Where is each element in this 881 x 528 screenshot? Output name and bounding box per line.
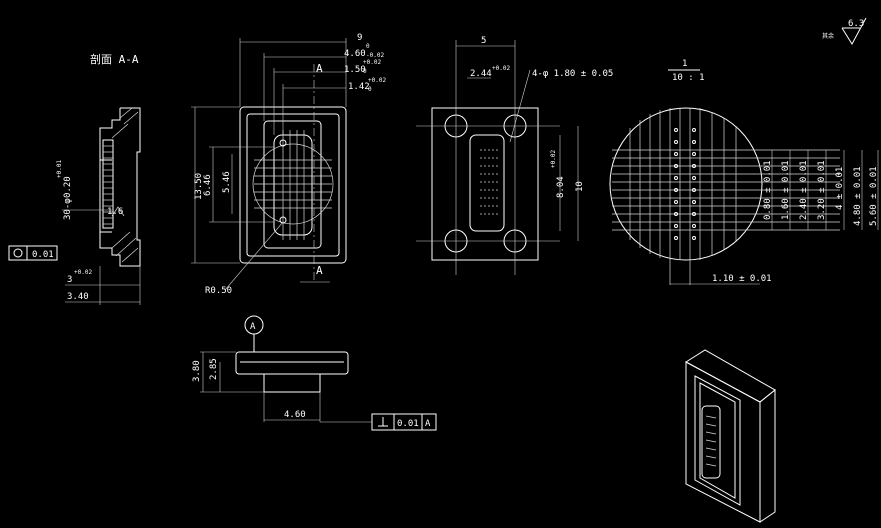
detail-grid — [612, 108, 840, 285]
iso-side-face — [759, 388, 776, 523]
radius-leader — [224, 221, 284, 291]
dim-142: 1.42 — [348, 82, 370, 92]
detail-dim-4: 4 ± 0.01 — [835, 167, 845, 210]
detail-dim-5: 4.80 ± 0.01 — [853, 166, 863, 226]
section-title: 剖面 A-A — [90, 52, 139, 66]
front-inner — [246, 113, 340, 257]
right-outline — [431, 107, 539, 261]
scale-bottom: 10 : 1 — [672, 73, 705, 83]
right-slot — [469, 134, 505, 232]
perp-datum: A — [425, 419, 431, 429]
scale-top: 1 — [682, 59, 687, 69]
front-view: A A 9 4.60 0 -0.02 1.50 +0.02 0 1.42 +0.… — [191, 33, 386, 296]
svg-text:+0.02: +0.02 — [492, 65, 510, 72]
svg-text:+0.02: +0.02 — [363, 59, 381, 66]
boss — [263, 373, 321, 393]
front-grid — [254, 130, 332, 240]
detail-dim-0: 0.80 ± 0.01 — [763, 160, 773, 220]
pitch-label: 1.6 — [107, 207, 123, 217]
flange — [235, 351, 349, 375]
datum-letter: A — [250, 322, 256, 332]
flatness-frame — [8, 245, 58, 261]
dim-460-side: 4.60 — [284, 410, 306, 420]
dim-460: 4.60 — [344, 49, 366, 59]
detail-dim-6: 5.60 ± 0.01 — [869, 166, 879, 226]
width-val: 3 — [67, 275, 72, 285]
detail-pins — [674, 128, 696, 240]
svg-text:0: 0 — [366, 43, 370, 50]
iso-slot — [701, 405, 721, 479]
section-view: 剖面 A-A 30-φ 0.20 +0.01 1.6 0. — [8, 52, 141, 305]
dim-5: 5 — [481, 36, 486, 46]
detail-view: 1 10 : 1 — [609, 59, 879, 285]
dim-150: 1.50 — [344, 65, 366, 75]
detail-dim-2: 2.40 ± 0.01 — [799, 160, 809, 220]
radius-label: R0.50 — [205, 286, 232, 296]
roughness-mark — [111, 206, 125, 217]
svg-text:+0.02: +0.02 — [368, 77, 386, 84]
flatness-icon — [13, 248, 23, 258]
section-hatch — [111, 107, 139, 263]
iso-pins — [705, 415, 717, 467]
detail-bottom-dim: 1.10 ± 0.01 — [712, 274, 772, 284]
dim-546: 5.46 — [222, 171, 232, 193]
svg-text:0: 0 — [368, 86, 372, 93]
hole-tol: +0.01 — [56, 160, 63, 178]
iso-top-face — [685, 349, 776, 403]
dim-804: 8.04 — [556, 176, 566, 198]
dim-380: 3.80 — [192, 360, 202, 382]
dim-height: 13.50 — [194, 173, 204, 200]
right-view: 5 2.44 +0.02 4-φ 1.80 ± 0.05 8.04 +0.02 … — [416, 36, 613, 275]
holes-leader — [509, 69, 531, 143]
side-view: A 3.80 2.85 4.60 0.01 A — [192, 315, 437, 431]
iso-front-face — [685, 361, 761, 523]
front-pocket — [263, 120, 322, 249]
front-slot — [273, 134, 313, 236]
detail-circle — [252, 143, 334, 225]
surface-value: 6.3 — [848, 19, 864, 29]
isometric-view — [685, 349, 776, 523]
surface-finish: 其余 6.3 — [822, 17, 867, 45]
detail-circle-large — [609, 107, 763, 261]
surface-label: 其余 — [822, 32, 834, 40]
holes-spec: 4-φ 1.80 ± 0.05 — [532, 69, 613, 79]
svg-text:-0.02: -0.02 — [366, 52, 384, 59]
right-pins — [480, 149, 498, 215]
width-tol: +0.02 — [74, 269, 92, 276]
section-outline — [99, 107, 141, 267]
roughness-icon — [841, 17, 867, 45]
section-letter-top: A — [316, 62, 323, 75]
iso-pocket — [694, 375, 741, 506]
perp-frame — [371, 413, 437, 431]
pin-lines — [103, 145, 113, 225]
detail-dim-3: 3.20 ± 0.01 — [817, 160, 827, 220]
dim-10: 10 — [575, 181, 585, 192]
dim-244: 2.44 — [470, 69, 492, 79]
pin-block — [102, 139, 114, 229]
overall-dim: 3.40 — [67, 292, 89, 302]
front-outer — [239, 106, 347, 264]
svg-text:0: 0 — [363, 68, 367, 75]
perp-value: 0.01 — [397, 419, 419, 429]
hole-spec: 30-φ — [63, 198, 73, 220]
dim-285: 2.85 — [209, 358, 219, 380]
flatness-value: 0.01 — [32, 250, 54, 260]
section-letter-bottom: A — [316, 264, 323, 277]
svg-text:+0.02: +0.02 — [550, 150, 557, 168]
hole-dia: 0.20 — [63, 176, 73, 198]
dim-646: 6.46 — [203, 174, 213, 196]
detail-dim-1: 1.60 ± 0.01 — [781, 160, 791, 220]
dim-9: 9 — [357, 33, 362, 43]
